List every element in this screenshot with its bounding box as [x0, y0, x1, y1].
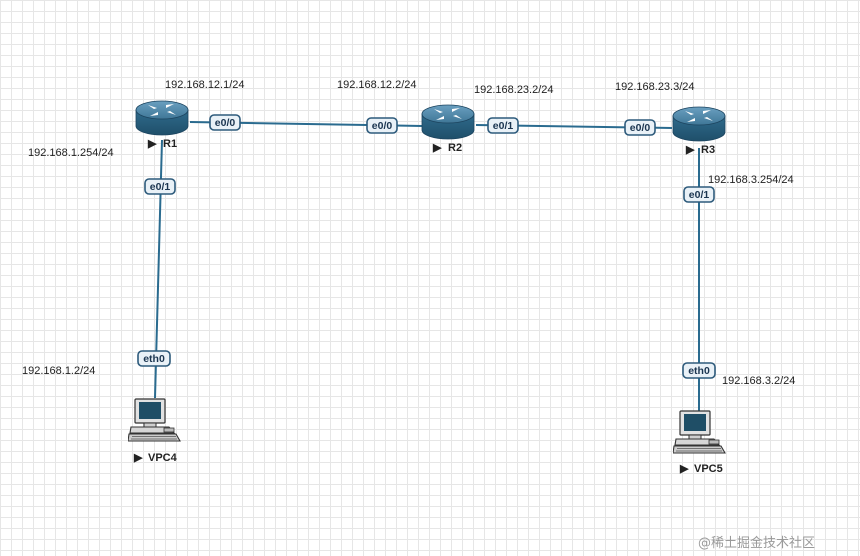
r1-play-icon: ▶	[147, 138, 157, 150]
pc-vpc5[interactable]: ▶ VPC5	[673, 410, 726, 475]
r3-play-icon: ▶	[685, 144, 695, 156]
iface-label: e0/1	[493, 120, 514, 132]
router-r3[interactable]: ▶ R3	[672, 106, 726, 156]
ip-r2-e00: 192.168.12.2/24	[337, 79, 417, 91]
iface-label: e0/1	[150, 181, 171, 193]
router-r1[interactable]: ▶ R1	[135, 100, 189, 150]
ip-r3-e01: 192.168.3.254/24	[708, 174, 794, 186]
ip-vpc4: 192.168.1.2/24	[22, 365, 95, 377]
ip-r2-e01: 192.168.23.2/24	[474, 84, 554, 96]
iface-r3-e01: e0/1	[683, 186, 715, 203]
iface-r2-e01: e0/1	[487, 117, 519, 134]
iface-label: e0/1	[689, 189, 710, 201]
pc-label-vpc4: VPC4	[148, 452, 178, 464]
watermark: @稀土掘金技术社区	[698, 535, 815, 551]
pc-vpc4[interactable]: ▶ VPC4	[128, 398, 181, 464]
r2-play-icon: ▶	[432, 142, 442, 154]
iface-vpc4-eth0: eth0	[137, 350, 171, 367]
ip-vpc5: 192.168.3.2/24	[722, 375, 795, 387]
iface-label: e0/0	[372, 120, 393, 132]
iface-label: eth0	[143, 353, 165, 365]
router-r2[interactable]: ▶ R2	[421, 104, 475, 154]
iface-r1-e01: e0/1	[144, 178, 176, 195]
iface-vpc5-eth0: eth0	[682, 362, 716, 379]
ip-r1-e01: 192.168.1.254/24	[28, 147, 114, 159]
iface-r1-e00: e0/0	[209, 114, 241, 131]
pc-label-vpc5: VPC5	[694, 463, 723, 475]
ip-r1-e00: 192.168.12.1/24	[165, 79, 245, 91]
router-label-r2: R2	[448, 142, 462, 154]
iface-r3-e00: e0/0	[624, 119, 656, 136]
iface-label: eth0	[688, 365, 710, 377]
vpc5-play-icon: ▶	[679, 463, 689, 475]
router-label-r3: R3	[701, 144, 715, 156]
vpc4-play-icon: ▶	[133, 452, 143, 464]
router-label-r1: R1	[163, 138, 177, 150]
iface-r2-e00: e0/0	[366, 117, 398, 134]
ip-r3-e00: 192.168.23.3/24	[615, 81, 695, 93]
iface-label: e0/0	[630, 122, 651, 134]
iface-label: e0/0	[215, 117, 236, 129]
